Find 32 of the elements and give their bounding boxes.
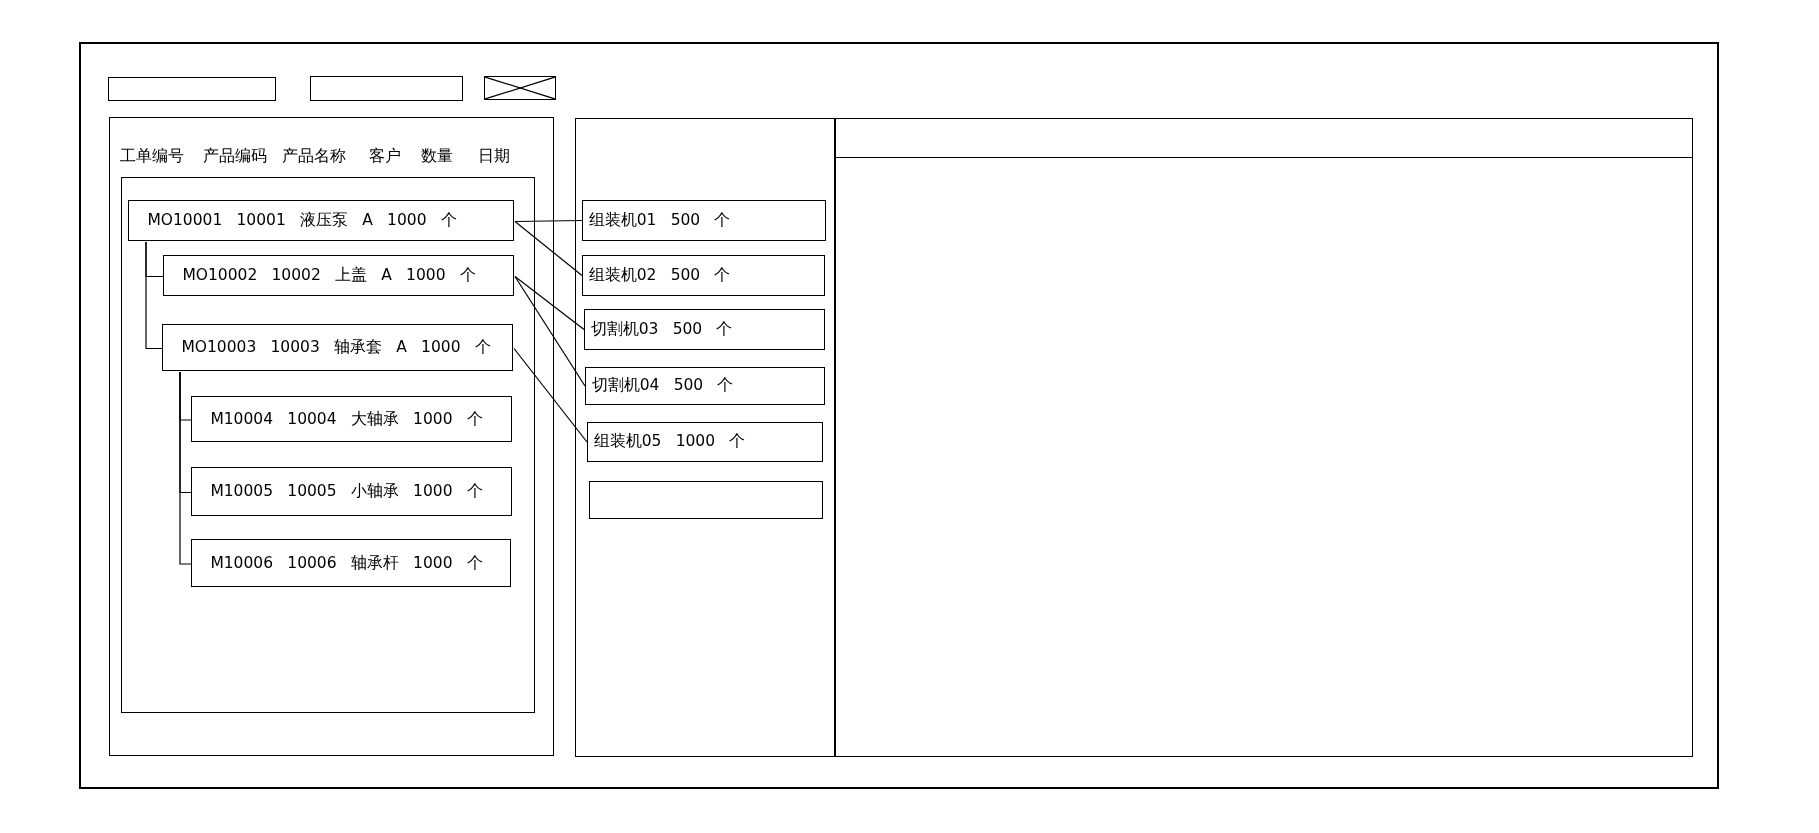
work-order-box: MO10001 10001 液压泵 A 1000 个 bbox=[128, 200, 515, 242]
list-box bbox=[120, 176, 535, 713]
column-header: 产品编码 bbox=[203, 146, 267, 167]
machine-box: 切割机04 500 个 bbox=[584, 366, 825, 405]
input-field bbox=[108, 77, 276, 101]
machine-box: 切割机03 500 个 bbox=[583, 308, 825, 350]
column-header: 工单编号 bbox=[120, 146, 184, 167]
input-field bbox=[310, 76, 463, 101]
work-order-box: M10004 10004 大轴承 1000 个 bbox=[191, 396, 513, 443]
machine-box: 组装机05 1000 个 bbox=[586, 421, 823, 462]
image-placeholder bbox=[484, 76, 556, 100]
tree-line bbox=[145, 241, 164, 350]
work-order-box: M10005 10005 小轴承 1000 个 bbox=[191, 467, 513, 517]
column-header: 客户 bbox=[369, 146, 401, 167]
work-order-box: MO10002 10002 上盖 A 1000 个 bbox=[163, 255, 515, 297]
panel bbox=[109, 117, 554, 756]
connector-line bbox=[514, 275, 585, 331]
connector-line bbox=[514, 275, 586, 387]
connector-line bbox=[514, 219, 583, 223]
connector-line bbox=[513, 347, 588, 443]
connector-line bbox=[514, 220, 583, 277]
panel bbox=[575, 118, 835, 757]
machine-box: 组装机01 500 个 bbox=[581, 199, 826, 241]
column-header: 日期 bbox=[478, 146, 510, 167]
column-header: 数量 bbox=[421, 146, 453, 167]
panel bbox=[835, 118, 1693, 757]
machine-box: 组装机02 500 个 bbox=[581, 254, 825, 296]
work-order-box: M10006 10006 轴承杆 1000 个 bbox=[191, 539, 512, 588]
tree-line bbox=[179, 371, 193, 565]
empty-box bbox=[588, 480, 823, 519]
column-header: 产品名称 bbox=[282, 146, 346, 167]
work-order-box: MO10003 10003 轴承套 A 1000 个 bbox=[162, 324, 514, 372]
